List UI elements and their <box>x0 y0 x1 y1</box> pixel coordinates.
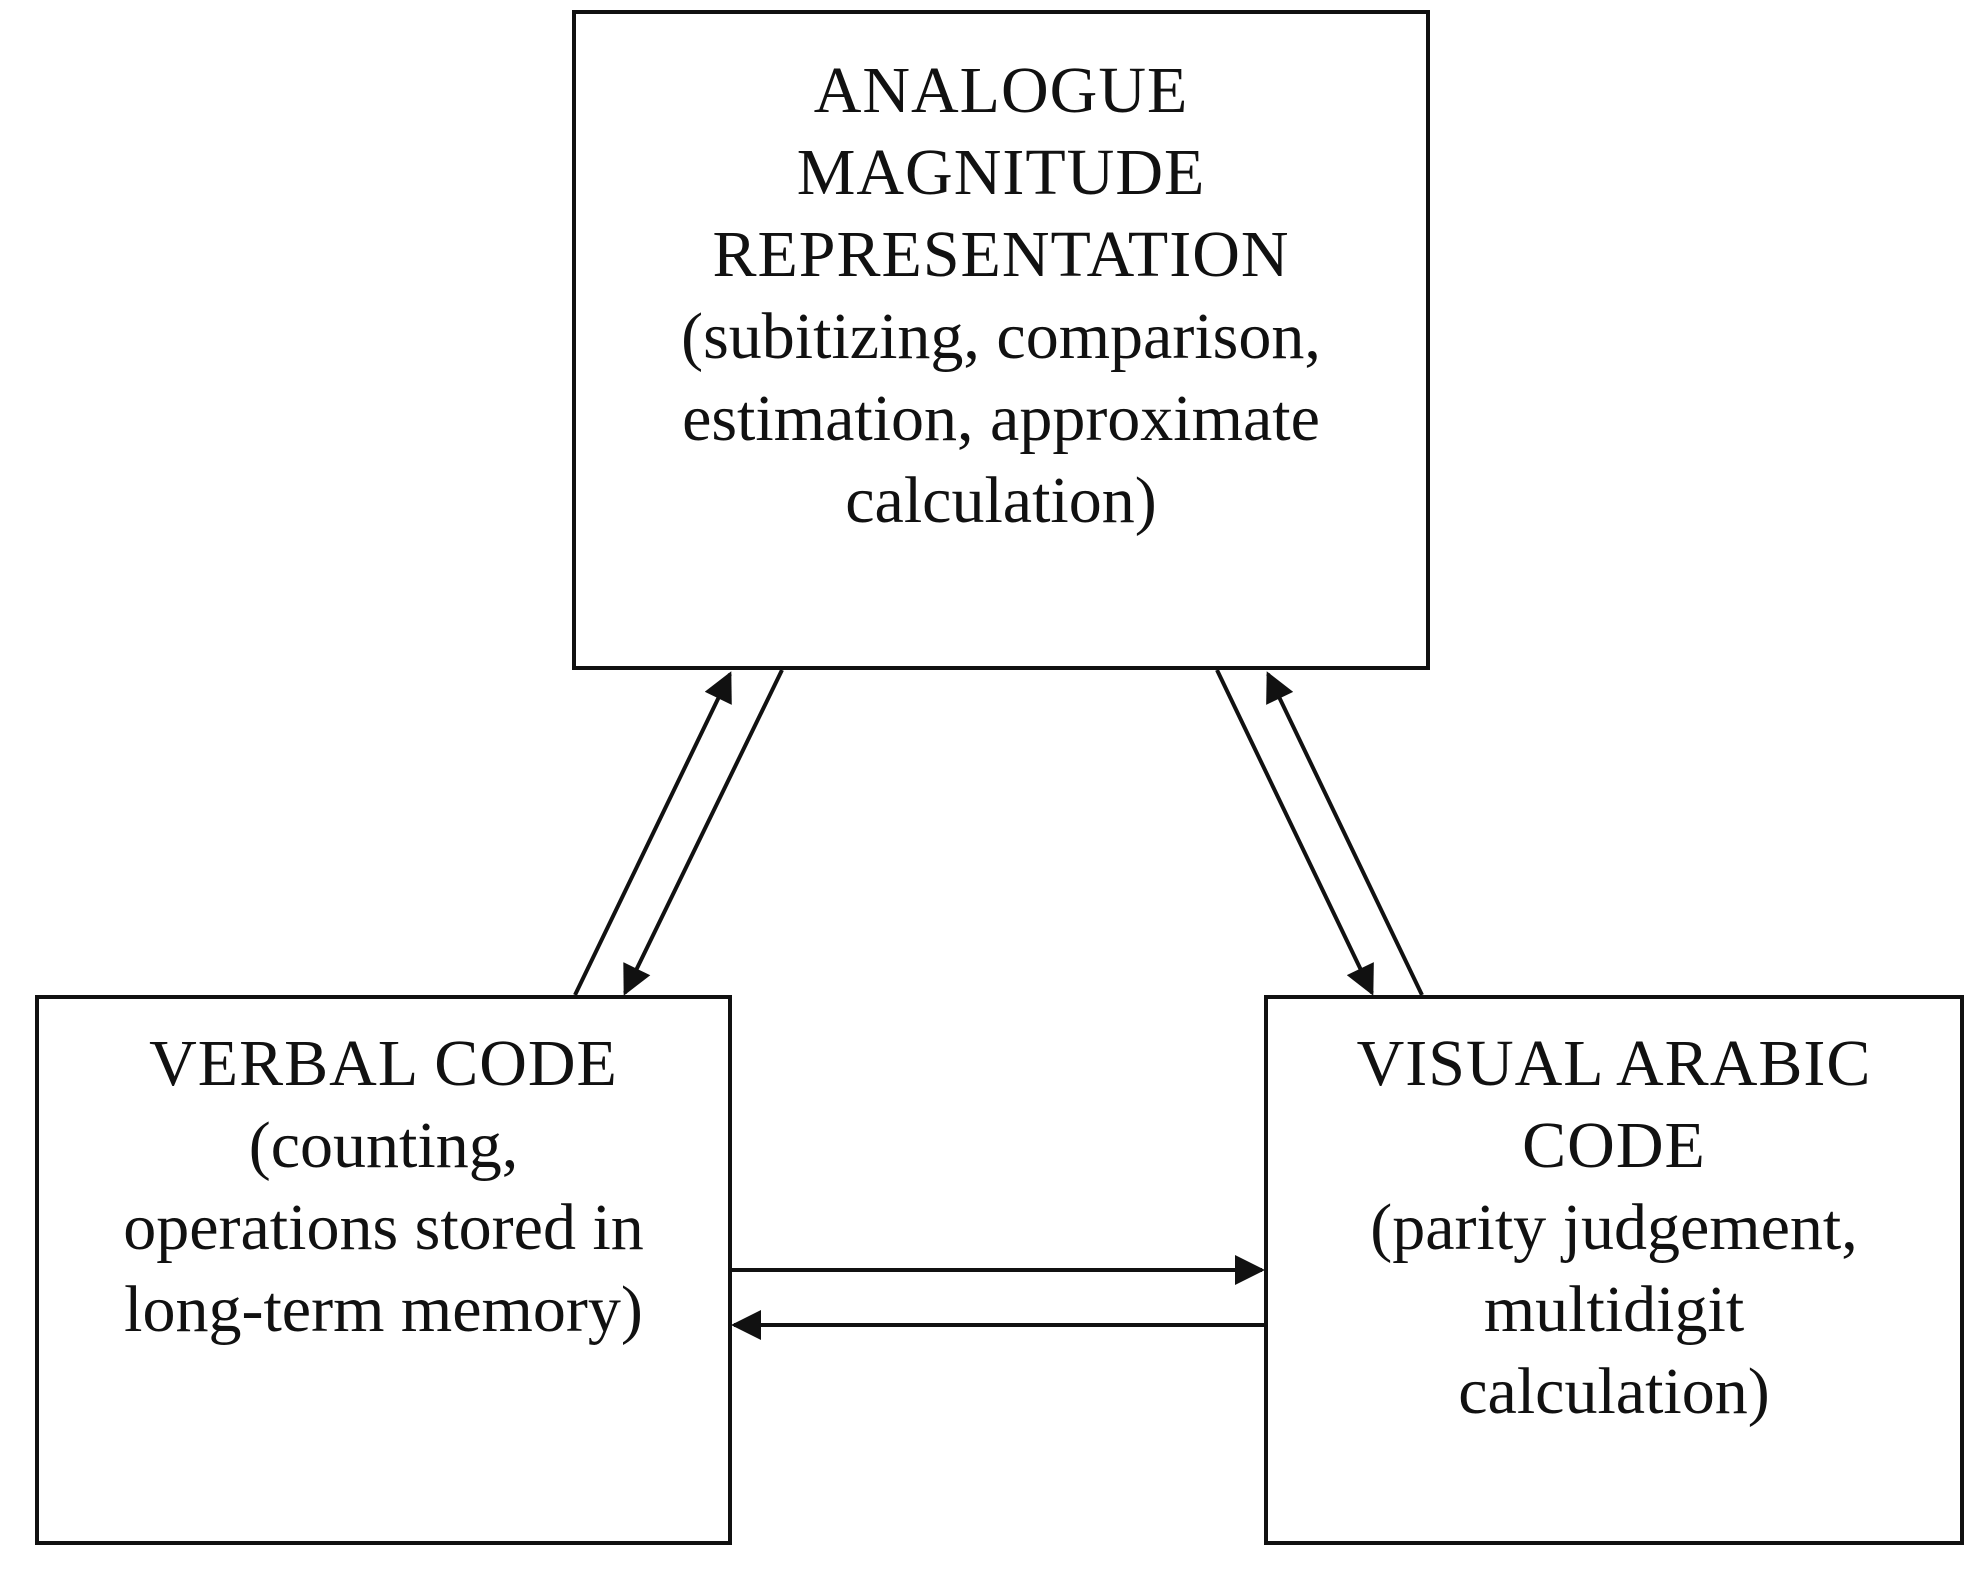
visual-desc-line-2: multidigit <box>1483 1273 1745 1346</box>
arrow-analogue-to-verbal <box>623 669 784 996</box>
analogue-desc-line-3: calculation) <box>845 464 1157 537</box>
verbal-desc-line-1: (counting, <box>248 1109 519 1182</box>
verbal-desc-line-3: long-term memory) <box>124 1273 643 1346</box>
analogue-desc-line-2: estimation, approximate <box>682 382 1320 455</box>
visual-arabic-code-box: VISUAL ARABIC CODE (parity judgement, mu… <box>1264 995 1964 1545</box>
visual-title-line-2: CODE <box>1522 1109 1706 1182</box>
verbal-code-box: VERBAL CODE (counting, operations stored… <box>35 995 732 1545</box>
visual-desc-line-3: calculation) <box>1458 1355 1770 1428</box>
arrow-analogue-to-visual <box>1215 669 1374 996</box>
arrow-verbal-to-analogue <box>573 671 732 996</box>
visual-title-line-1: VISUAL ARABIC <box>1356 1027 1872 1100</box>
arrow-visual-to-analogue <box>1266 671 1424 996</box>
analogue-title-line-2: MAGNITUDE <box>796 136 1206 209</box>
verbal-desc-line-2: operations stored in <box>123 1191 644 1264</box>
verbal-title: VERBAL CODE <box>149 1027 618 1100</box>
analogue-desc-line-1: (subitizing, comparison, <box>681 300 1321 373</box>
visual-desc-line-1: (parity judgement, <box>1370 1191 1858 1264</box>
analogue-title-line-1: ANALOGUE <box>813 54 1189 127</box>
analogue-title-line-3: REPRESENTATION <box>712 218 1290 291</box>
analogue-magnitude-box: ANALOGUE MAGNITUDE REPRESENTATION (subit… <box>572 10 1430 670</box>
